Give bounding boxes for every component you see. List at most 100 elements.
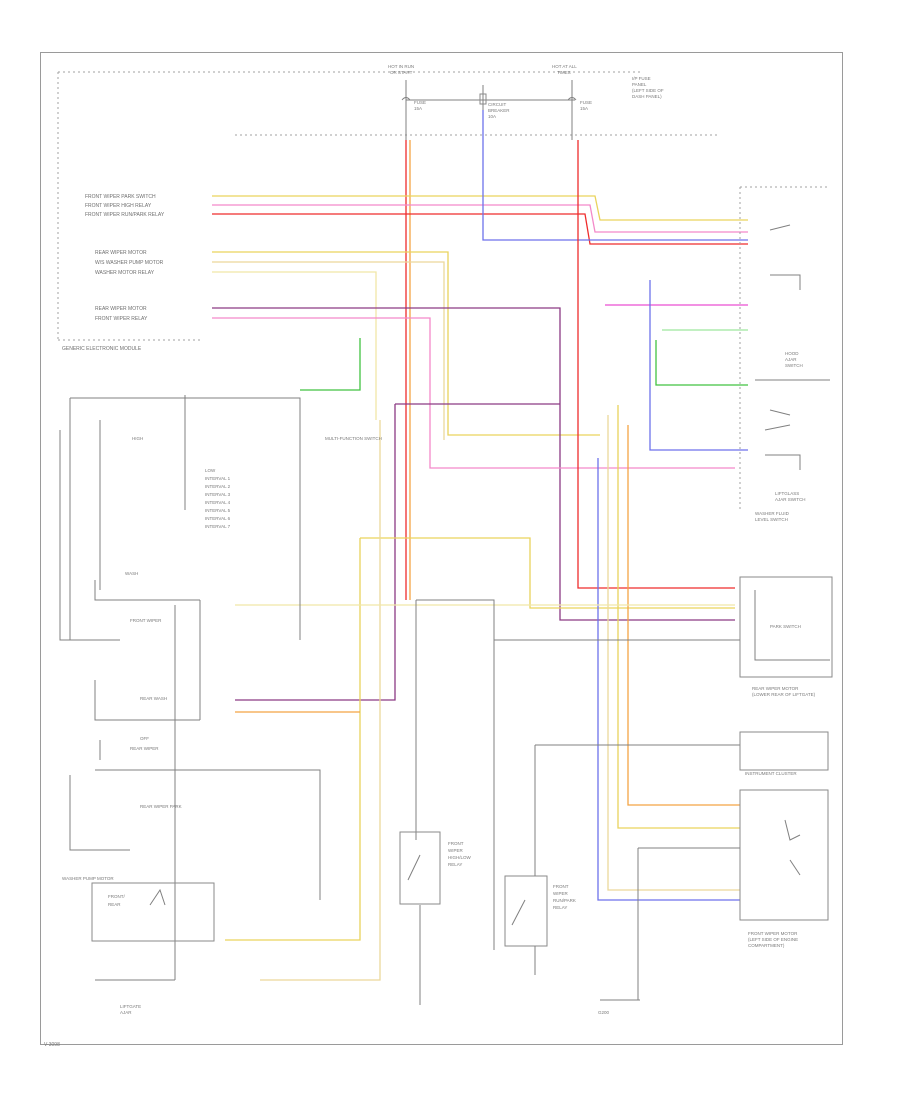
wire-yellow-vert xyxy=(225,538,361,941)
relay-left-line1: FRONT xyxy=(448,841,464,846)
front-wiper-label: FRONT WIPER xyxy=(130,618,162,623)
wire-tan-vert xyxy=(260,420,381,981)
gem-row-5: W/S WASHER PUMP MOTOR xyxy=(95,260,164,266)
relay-right-line2: WIPER xyxy=(553,891,569,896)
relay-right-line3: RUN/PARK xyxy=(553,898,576,903)
front-wiper-motor-line2: (LEFT SIDE OF ENGINE xyxy=(748,937,798,942)
diagram-frame xyxy=(40,52,843,1045)
front-wiper-motor-line3: COMPARTMENT) xyxy=(748,943,785,948)
mfs-pos-8: INTERVAL 6 xyxy=(205,516,231,521)
wire-red-top xyxy=(212,213,748,245)
text-layer: HOT IN RUN OR START HOT AT ALL TIMES I/P… xyxy=(62,64,816,1015)
rear-wiper-label: REAR WIPER xyxy=(130,746,159,751)
relay-right-line1: FRONT xyxy=(553,884,569,889)
wire-tan-right xyxy=(607,415,740,891)
hood-switch-line1: HOOD xyxy=(785,351,799,356)
fuse-box-line4: DASH PANEL) xyxy=(632,94,662,99)
page-id: V-3098 xyxy=(44,1042,60,1048)
wire-yellow-right xyxy=(617,405,740,829)
washer-pump-line2: FRONT/ xyxy=(108,894,125,899)
fuse-box-line3: (LEFT SIDE OF xyxy=(632,88,664,93)
relay-right-line4: RELAY xyxy=(553,905,567,910)
mfs-pos-4: INTERVAL 2 xyxy=(205,484,231,489)
washer-pump-line1: WASHER PUMP MOTOR xyxy=(62,876,114,881)
washer-pump-line3: REAR xyxy=(108,902,121,907)
park-switch-label: PARK SWITCH xyxy=(770,624,801,629)
wire-orange-right xyxy=(627,425,740,806)
wire-purple-low xyxy=(212,307,735,621)
wire-yellow-long xyxy=(360,537,735,609)
mfs-pos-9: INTERVAL 7 xyxy=(205,524,231,529)
right-source-line1: HOT AT ALL xyxy=(552,64,577,69)
hood-switch-line3: SWITCH xyxy=(785,363,803,368)
mfs-pos-6: INTERVAL 4 xyxy=(205,500,231,505)
gem-row-8: FRONT WIPER RELAY xyxy=(95,316,148,322)
fuse-box-line2: PANEL xyxy=(632,82,647,87)
gem-row-7: REAR WIPER MOTOR xyxy=(95,306,147,312)
wire-pink-low xyxy=(212,317,735,469)
mfs-pos-2: LOW xyxy=(205,468,216,473)
fuse-b-line3: 10A xyxy=(488,114,496,119)
gem-row-1: FRONT WIPER PARK SWITCH xyxy=(85,194,156,200)
fuse-c-line1: FUSE xyxy=(580,100,592,105)
relay-left-line4: RELAY xyxy=(448,862,462,867)
liftgate-ajar-line1: LIFTGATE xyxy=(120,1004,141,1009)
washer-pump-box xyxy=(91,882,215,942)
wire-yellow-mid2 xyxy=(212,271,377,420)
wire-green xyxy=(300,338,361,391)
relay-left-box xyxy=(399,831,441,905)
mfs-pos-5: INTERVAL 3 xyxy=(205,492,231,497)
mfs-title: MULTI-FUNCTION SWITCH xyxy=(325,436,382,441)
wire-yellow-mid xyxy=(212,251,600,436)
cluster-box xyxy=(739,731,829,771)
fuse-c-line2: 15A xyxy=(580,106,588,111)
wire-blue-right2 xyxy=(649,280,748,451)
relay-right-box xyxy=(504,875,548,947)
fuse-box-line1: I/P FUSE xyxy=(632,76,651,81)
fuse-symbols xyxy=(401,93,577,105)
rear-wash-label: REAR WASH xyxy=(140,696,167,701)
gem-row-6: WASHER MOTOR RELAY xyxy=(95,270,155,276)
fuse-a-line2: 15A xyxy=(414,106,422,111)
gem-title: GENERIC ELECTRONIC MODULE xyxy=(62,346,142,352)
mfs-wash: WASH xyxy=(125,571,138,576)
rear-wiper-motor-line2: (LOWER REAR OF LIFTGATE) xyxy=(752,692,816,697)
rear-wiper-motor-line1: REAR WIPER MOTOR xyxy=(752,686,799,691)
wire-green-right xyxy=(655,340,748,386)
wire-tan-mid xyxy=(212,261,445,440)
instr-cluster: INSTRUMENT CLUSTER xyxy=(745,771,797,776)
off-label: OFF xyxy=(140,736,149,741)
right-source-line2: TIMES xyxy=(557,70,571,75)
fuse-b-line1: CIRCUIT xyxy=(488,102,506,107)
fuse-b-line2: BREAKER xyxy=(488,108,510,113)
liftgate-ajar-line2: AJAR xyxy=(120,1010,132,1015)
wire-blue-top xyxy=(482,110,748,241)
mfs-pos-7: INTERVAL 5 xyxy=(205,508,231,513)
washer-fluid-line1: WASHER FLUID xyxy=(755,511,790,516)
gem-row-3: FRONT WIPER RUN/PARK RELAY xyxy=(85,212,165,218)
mfs-pos-1: HIGH xyxy=(132,436,143,441)
wire-pink-top xyxy=(212,204,748,233)
left-source-line2: OR START xyxy=(390,70,413,75)
liftglass-line1: LIFTGLASS xyxy=(775,491,799,496)
wire-red-right xyxy=(577,140,735,589)
gem-row-4: REAR WIPER MOTOR xyxy=(95,250,147,256)
relay-left-line2: WIPER xyxy=(448,848,464,853)
washer-fluid-line2: LEVEL SWITCH xyxy=(755,517,788,522)
wire-yellow-top xyxy=(212,195,748,221)
rear-wiper-park-label: REAR WIPER PARK xyxy=(140,804,182,809)
liftglass-line2: AJAR SWITCH xyxy=(775,497,806,502)
left-source-line1: HOT IN RUN xyxy=(388,64,414,69)
fuse-a-line1: FUSE xyxy=(414,100,426,105)
wire-layer xyxy=(212,110,748,981)
structure-layer xyxy=(57,71,833,1005)
relay-left-line3: HIGH/LOW xyxy=(448,855,472,860)
mfs-pos-3: INTERVAL 1 xyxy=(205,476,231,481)
front-wiper-motor-line1: FRONT WIPER MOTOR xyxy=(748,931,798,936)
hood-switch-line2: AJAR xyxy=(785,357,797,362)
wire-purple-center xyxy=(235,404,396,701)
wire-blue-right xyxy=(597,458,740,901)
rear-wiper-motor-box xyxy=(739,576,833,678)
front-wiper-motor-box xyxy=(739,789,829,921)
